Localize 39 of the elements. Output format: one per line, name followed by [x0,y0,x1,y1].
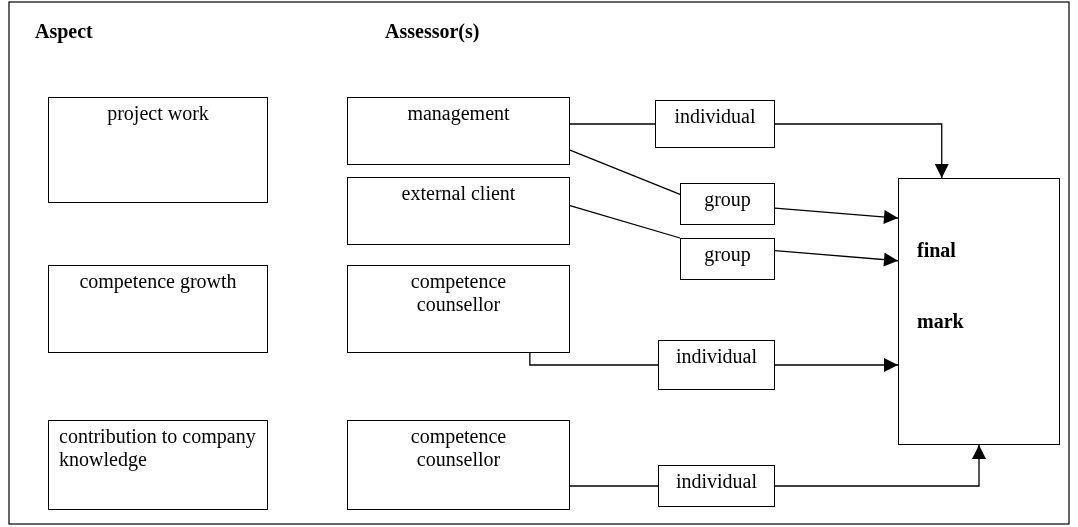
arrow [774,249,899,267]
box-text: group [703,243,752,266]
box [347,420,570,510]
box-text: competence counsellor [409,425,508,471]
arrow [774,358,899,372]
box [48,265,268,353]
box [347,177,570,245]
box-text: mark [917,310,965,333]
box [658,340,775,390]
arrow [774,207,899,224]
column-header: Aspect [35,20,93,43]
box [347,265,570,353]
box [680,238,775,280]
box [658,465,775,507]
column-header: Assessor(s) [385,20,480,43]
box-text: individual [673,105,757,128]
box-text: contribution to company knowledge [59,425,257,471]
box-text: project work [106,102,210,125]
box-text: final [917,239,957,262]
box [898,178,1060,445]
connector-line [569,485,659,487]
box-text: competence growth [78,270,238,293]
box-text: management [406,102,511,125]
box-text: external client [400,182,517,205]
box [48,420,268,510]
connector-line [569,149,681,195]
box [48,97,268,203]
box [347,97,570,165]
connector-line [569,204,681,239]
box-text: group [703,188,752,211]
box-text: individual [674,345,759,368]
box-text: competence counsellor [409,270,508,316]
arrow [774,444,986,487]
box [680,183,775,225]
box-text: individual [674,470,759,493]
box [655,100,775,148]
connector-line [569,123,656,125]
connector-line [529,352,659,366]
arrow [774,123,949,179]
